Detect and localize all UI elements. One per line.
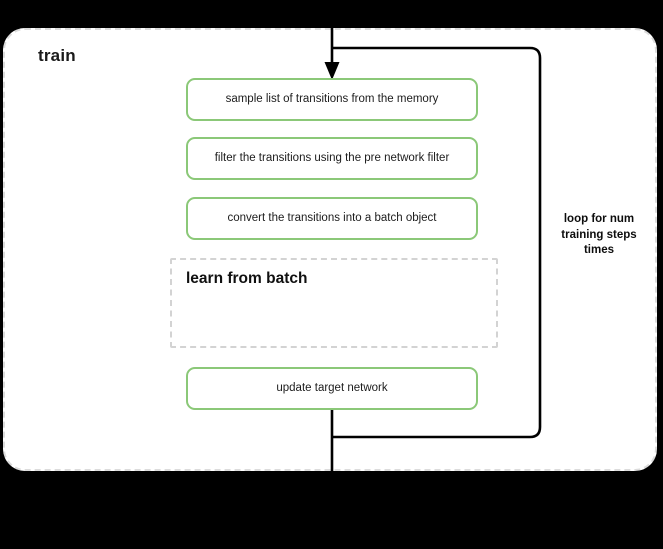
step-filter-transitions[interactable]: filter the transitions using the pre net… [186,137,478,180]
step-sample-transitions[interactable]: sample list of transitions from the memo… [186,78,478,121]
step-convert-transitions[interactable]: convert the transitions into a batch obj… [186,197,478,240]
loop-annotation-line-3: times [583,244,615,257]
loop-annotation: loop for num training steps times [545,212,653,259]
subflow-learn-from-batch-title: learn from batch [186,270,308,287]
loop-annotation-line-2: training steps [561,228,637,241]
step-convert-transitions-label: convert the transitions into a batch obj… [227,212,437,225]
step-update-target-network[interactable]: update target network [186,367,478,410]
subflow-learn-from-batch[interactable]: learn from batch [170,258,498,348]
step-filter-transitions-label: filter the transitions using the pre net… [214,152,450,165]
loop-annotation-line-1: loop for num [563,213,635,225]
step-sample-transitions-label: sample list of transitions from the memo… [225,93,439,106]
container-title: train [38,46,76,65]
step-update-target-network-label: update target network [276,382,388,395]
